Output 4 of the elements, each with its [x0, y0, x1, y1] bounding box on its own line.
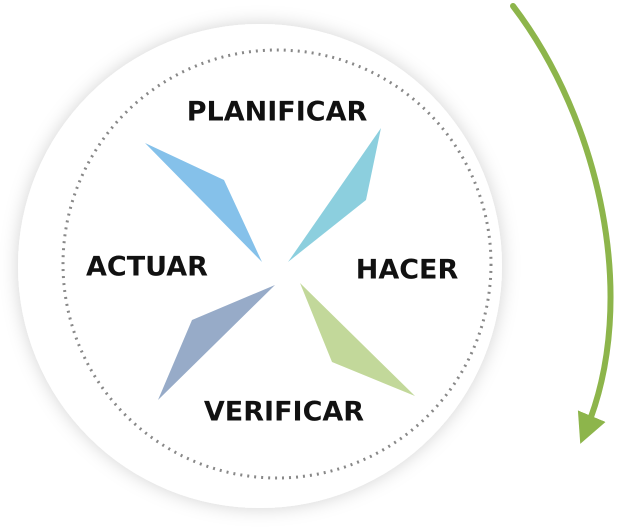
stage-label: HACER [356, 254, 458, 286]
stage-label: VERIFICAR [204, 396, 364, 428]
stage-label: PLANIFICAR [186, 96, 368, 128]
stage-label: ACTUAR [86, 252, 208, 282]
